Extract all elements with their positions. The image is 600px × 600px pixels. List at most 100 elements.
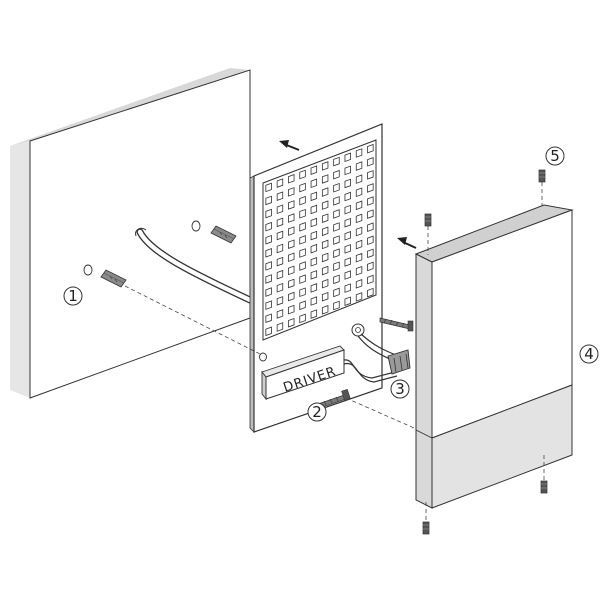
callout-label: 5 xyxy=(550,147,560,165)
led-cell xyxy=(333,222,340,232)
led-cell xyxy=(333,274,340,285)
cover-lower-band xyxy=(431,384,573,509)
led-cell xyxy=(344,283,351,293)
led-cell xyxy=(288,304,295,315)
led-cell xyxy=(355,187,363,198)
led-cell xyxy=(299,274,306,284)
led-cell xyxy=(288,317,295,328)
led-cell xyxy=(333,156,340,167)
led-cell xyxy=(367,287,374,298)
led-cell xyxy=(265,274,272,284)
led-cell xyxy=(265,287,272,297)
led-cell xyxy=(310,283,318,293)
led-cell xyxy=(344,165,351,176)
led-cell xyxy=(288,239,295,249)
led-cell xyxy=(299,261,306,271)
led-cell xyxy=(333,261,340,272)
wall-top-edge xyxy=(10,68,250,146)
led-cell xyxy=(321,278,329,289)
led-cell xyxy=(355,292,363,302)
led-cell xyxy=(276,230,284,241)
callout-circle xyxy=(390,379,410,399)
led-cell xyxy=(333,169,340,180)
led-cell xyxy=(355,252,363,263)
led-cell xyxy=(344,204,351,215)
led-cell xyxy=(276,269,284,280)
led-cell xyxy=(355,148,363,158)
led-cell xyxy=(321,239,329,250)
led-cell xyxy=(321,265,329,276)
led-cell xyxy=(310,243,318,254)
led-cell xyxy=(344,296,351,306)
led-cell xyxy=(355,213,363,224)
led-cell xyxy=(344,231,351,241)
wall-plug-right xyxy=(210,225,237,244)
cover-box xyxy=(414,204,574,509)
led-cell xyxy=(276,309,284,319)
led-cell xyxy=(333,248,340,258)
led-cell xyxy=(367,170,374,180)
led-cell xyxy=(355,279,363,289)
wall-plug-left xyxy=(100,269,127,288)
led-cell xyxy=(310,309,318,319)
led-cell xyxy=(265,261,272,271)
screw-upper xyxy=(379,317,414,332)
led-cell xyxy=(310,296,318,306)
led-cell xyxy=(310,257,318,267)
led-cell xyxy=(333,300,340,311)
led-cell xyxy=(333,209,340,219)
led-cell xyxy=(310,204,318,215)
led-cell xyxy=(355,174,363,184)
led-cell xyxy=(321,200,329,210)
power-cable xyxy=(135,227,254,304)
led-cell xyxy=(321,291,329,302)
arrow-cover-direction xyxy=(397,237,417,249)
led-cell xyxy=(299,222,306,232)
led-cell xyxy=(299,313,306,324)
alignment-line-plate-to-cover xyxy=(345,397,415,429)
led-cell xyxy=(265,326,272,337)
led-cell xyxy=(321,252,329,263)
led-cell xyxy=(333,196,340,206)
led-cell xyxy=(344,178,351,189)
led-cell xyxy=(321,187,329,197)
led-cell xyxy=(288,291,295,302)
callout-label: 2 xyxy=(312,403,322,421)
set-screw-bottom-right xyxy=(540,480,548,494)
led-cell xyxy=(288,226,295,236)
led-cell xyxy=(321,213,329,223)
wall-hole-left xyxy=(83,264,93,276)
led-cell xyxy=(367,196,374,206)
led-cell xyxy=(355,265,363,276)
led-cell xyxy=(265,182,272,193)
led-cell xyxy=(344,191,351,202)
led-cell xyxy=(288,200,295,210)
led-cell xyxy=(355,200,363,211)
led-cell xyxy=(276,243,284,254)
wall-hole-right xyxy=(191,220,201,232)
led-cell xyxy=(265,313,272,323)
led-cell xyxy=(355,239,363,250)
callout-4: 4 xyxy=(579,344,599,364)
led-cell xyxy=(288,187,295,197)
led-cell xyxy=(276,282,284,293)
wall-side-edge xyxy=(10,141,30,398)
driver-wires xyxy=(343,333,398,383)
alignment-lines xyxy=(124,182,545,522)
led-cell xyxy=(367,235,374,246)
led-cell xyxy=(321,174,329,184)
callout-circle xyxy=(307,402,327,422)
led-cell xyxy=(276,204,284,215)
led-cell xyxy=(288,265,295,276)
led-panel xyxy=(262,139,377,341)
callout-label: 3 xyxy=(395,380,405,398)
led-cell xyxy=(310,217,318,228)
led-cell xyxy=(299,169,306,180)
led-cell xyxy=(310,178,318,189)
callout-2: 2 xyxy=(307,402,327,422)
led-cell xyxy=(333,182,340,193)
alignment-line-wall-to-plate xyxy=(124,285,263,356)
